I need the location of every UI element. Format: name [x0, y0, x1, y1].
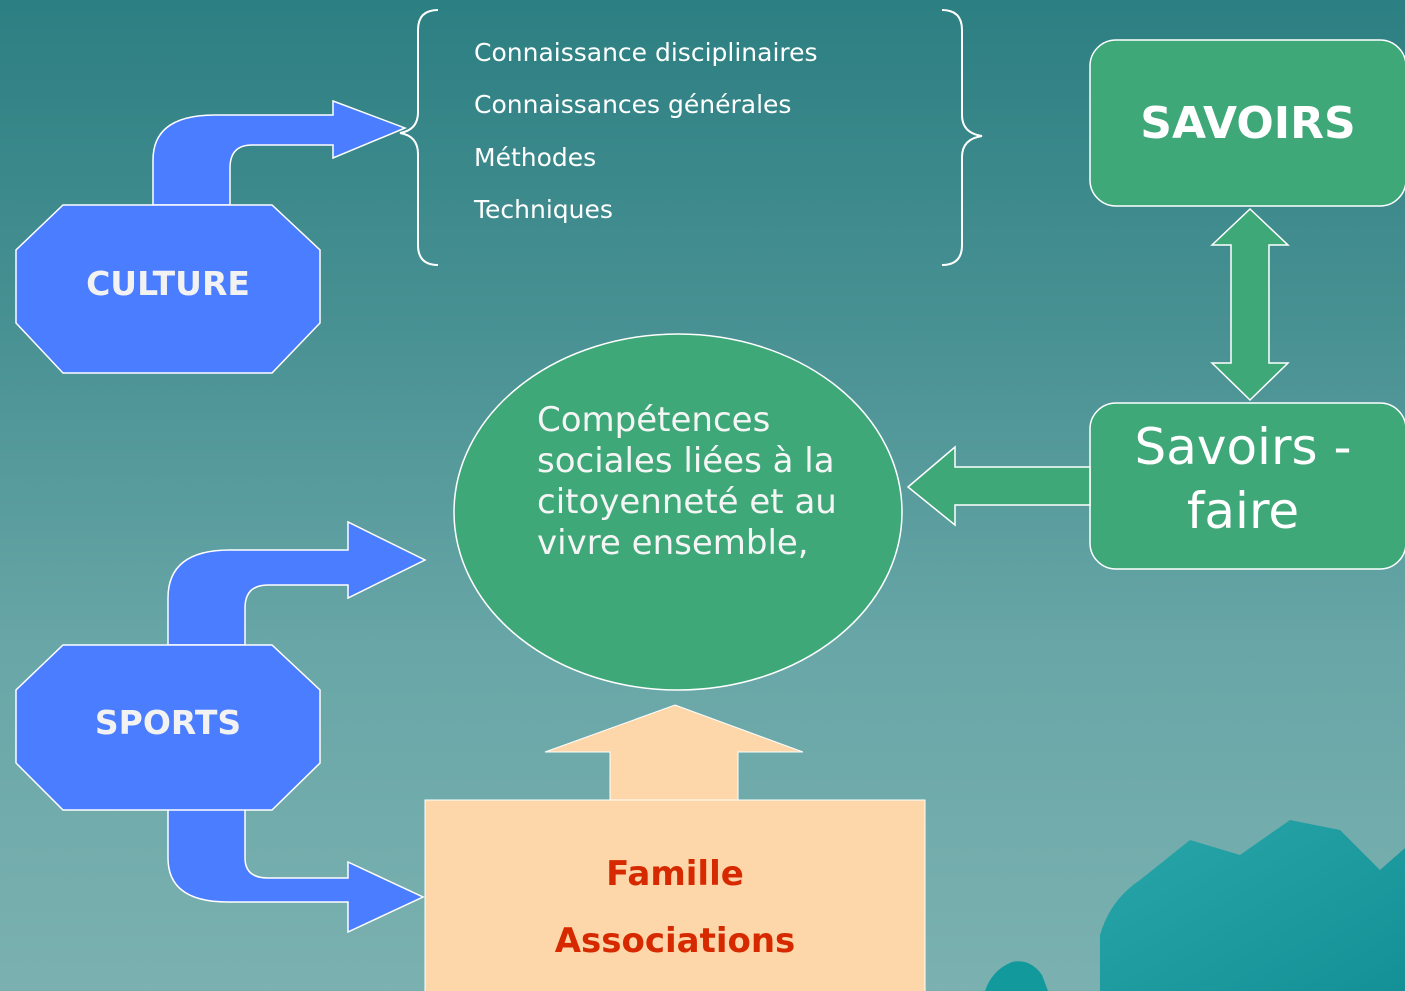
sports-octagon	[15, 644, 321, 811]
decorative-rock-small	[985, 961, 1048, 991]
savoirs-box	[1089, 39, 1405, 207]
savoirs-double-arrow	[1210, 207, 1290, 402]
famille-box	[424, 799, 926, 991]
savoir-faire-label: Savoirs -faire	[1134, 418, 1352, 540]
brace-left	[399, 9, 439, 266]
savoirs-label: SAVOIRS	[1140, 98, 1356, 149]
culture-label: CULTURE	[86, 264, 250, 303]
competences-label: Compétences sociales liées à la citoyenn…	[537, 400, 837, 563]
competences-circle	[453, 333, 903, 691]
list-item-disciplinaires: Connaissance disciplinaires	[474, 38, 818, 67]
associations-label: Associations	[554, 921, 796, 961]
famille-up-arrow	[544, 704, 804, 802]
famille-label: Famille	[606, 854, 744, 894]
sports-label: SPORTS	[94, 703, 242, 742]
savoir-faire-arrow	[906, 445, 1091, 527]
sports-up-arrow	[167, 520, 427, 646]
brace-right	[941, 9, 983, 266]
list-item-methodes: Méthodes	[474, 143, 597, 172]
list-item-techniques: Techniques	[474, 195, 613, 224]
culture-octagon	[15, 204, 321, 374]
sports-down-arrow	[167, 807, 425, 934]
list-item-generales: Connaissances générales	[474, 90, 792, 119]
culture-arrow	[152, 99, 408, 206]
decorative-rock-shape	[1100, 820, 1405, 991]
